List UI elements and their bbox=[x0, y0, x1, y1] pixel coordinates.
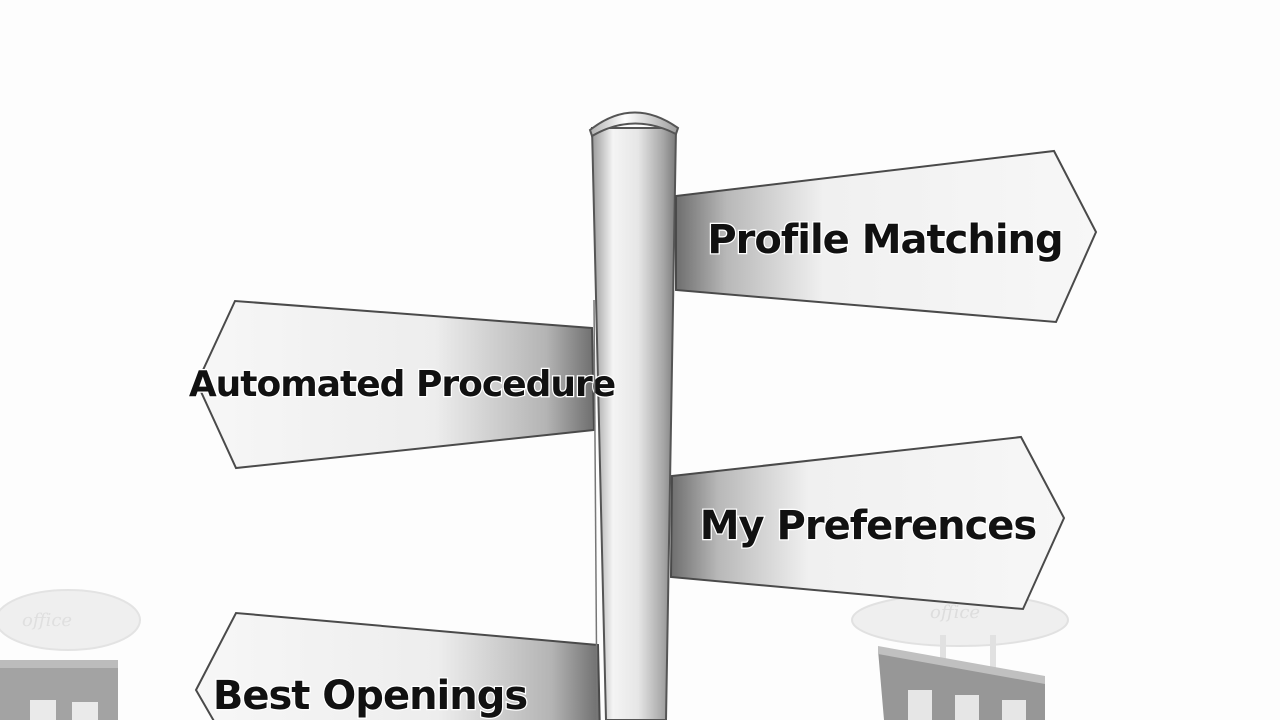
sign-automated-procedure[interactable]: Automated Procedure bbox=[188, 299, 617, 470]
sign-my-preferences[interactable]: My Preferences bbox=[669, 435, 1066, 611]
sign-label-my-preferences: My Preferences bbox=[700, 503, 1037, 549]
left-building-decor: office bbox=[0, 589, 141, 720]
sign-profile-matching[interactable]: Profile Matching bbox=[675, 149, 1098, 324]
right-building-decor: office bbox=[851, 593, 1069, 720]
left-building-sign-text: office bbox=[22, 610, 72, 631]
sign-label-automated-procedure: Automated Procedure bbox=[189, 364, 615, 405]
sign-best-openings[interactable]: Best Openings bbox=[194, 611, 601, 720]
pole-edge-shadow bbox=[593, 299, 598, 720]
sign-label-profile-matching: Profile Matching bbox=[707, 217, 1062, 263]
sign-label-best-openings: Best Openings bbox=[213, 673, 527, 719]
right-building-sign-text: office bbox=[930, 602, 980, 623]
signpost-pole bbox=[588, 111, 680, 720]
